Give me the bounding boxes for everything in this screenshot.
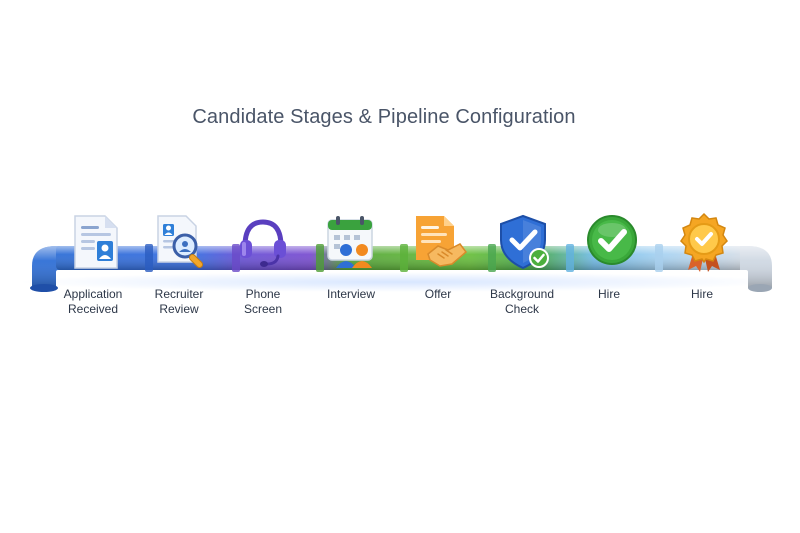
magnifier-profile-icon bbox=[150, 210, 214, 274]
stage-label-offer: Offer bbox=[424, 287, 452, 301]
headset-icon bbox=[231, 210, 295, 274]
calendar-people-icon bbox=[320, 210, 384, 274]
green-check-icon bbox=[580, 210, 644, 274]
shield-check-icon bbox=[493, 210, 557, 274]
gold-badge-icon bbox=[672, 210, 736, 274]
pipeline-track bbox=[0, 200, 800, 300]
stage-label-interview: Interview bbox=[326, 287, 376, 301]
application-document-icon bbox=[63, 210, 127, 274]
page-title: Candidate Stages & Pipeline Configuratio… bbox=[192, 106, 576, 128]
stage-label-background-check: Background Check bbox=[489, 287, 555, 316]
stage-label-recruiter-review: Recruiter Review bbox=[154, 287, 204, 316]
stage-label-phone-screen: Phone Screen bbox=[243, 287, 283, 316]
offer-handshake-icon bbox=[406, 210, 470, 274]
stage-label-hire-final: Hire bbox=[690, 287, 713, 301]
stage-label-hire: Hire bbox=[597, 287, 620, 301]
stage-label-application-received: Application Received bbox=[63, 287, 123, 316]
